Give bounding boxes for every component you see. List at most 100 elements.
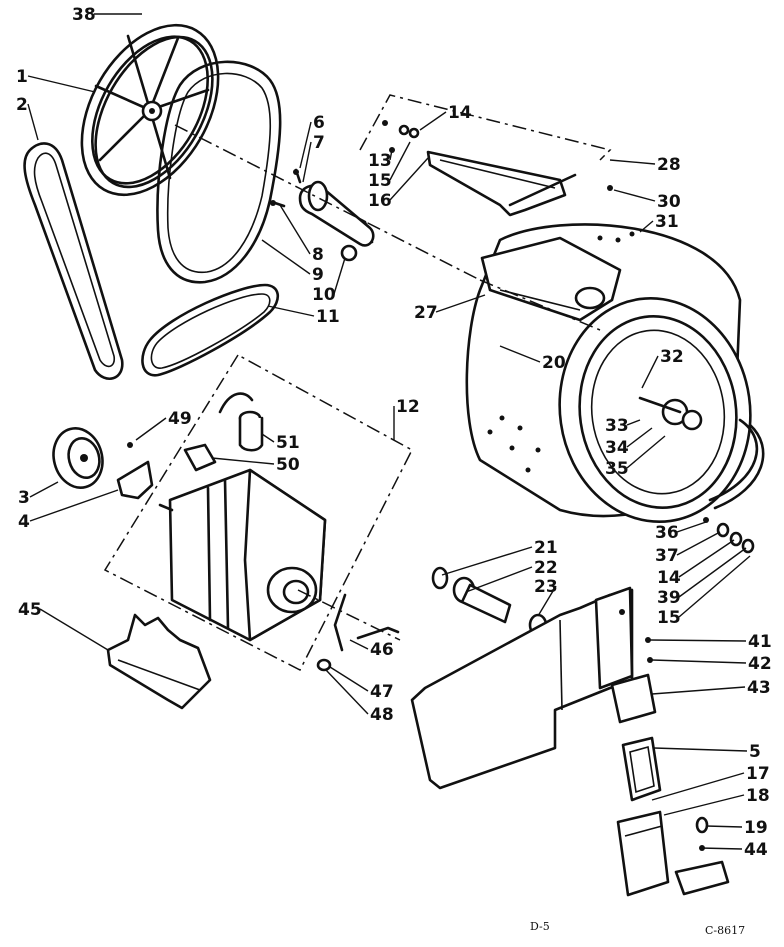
callout-49: 49 (168, 409, 192, 429)
callout-45: 45 (18, 600, 42, 620)
leader-39 (678, 547, 747, 598)
callout-3: 3 (18, 488, 30, 508)
callout-42: 42 (748, 654, 772, 674)
motor-pulley-and-bracket (52, 427, 154, 500)
dryer-drum (465, 185, 765, 523)
page-code: D-5 (530, 920, 550, 933)
callout-44: 44 (744, 840, 768, 860)
leader-15 (678, 555, 751, 618)
leader-17 (651, 772, 745, 801)
callout-22: 22 (534, 558, 558, 578)
callout-41: 41 (748, 632, 772, 652)
callout-1: 1 (16, 67, 28, 87)
callout-33: 33 (605, 416, 629, 436)
leader-49 (135, 417, 167, 441)
callout-32: 32 (660, 347, 684, 367)
leader-3 (29, 481, 59, 498)
leader-16 (389, 157, 429, 201)
drawing-code: C-8617 (705, 924, 745, 937)
bearing-assembly (431, 566, 548, 637)
leader-4 (29, 489, 119, 522)
callout-17: 17 (746, 764, 770, 784)
callout-21: 21 (534, 538, 558, 558)
callout-15: 15 (368, 171, 392, 191)
callout-14: 14 (657, 568, 681, 588)
callout-27: 27 (414, 303, 438, 323)
leader-36 (676, 521, 707, 533)
callout-30: 30 (657, 192, 681, 212)
leader-46 (349, 639, 369, 650)
leader-41 (649, 639, 747, 642)
leader-42 (651, 659, 747, 664)
drum-pulley (80, 23, 220, 197)
leader-11 (267, 305, 315, 317)
leader-9 (261, 239, 311, 275)
door-hardware (610, 673, 730, 897)
leader-19 (705, 825, 743, 828)
callout-9: 9 (312, 265, 324, 285)
callout-15: 15 (657, 608, 681, 628)
callout-13: 13 (368, 151, 392, 171)
belt-2 (23, 142, 124, 380)
callout-2: 2 (16, 95, 28, 115)
callout-19: 19 (744, 818, 768, 838)
small-hardware (703, 517, 755, 554)
center-lines (174, 124, 601, 641)
callout-8: 8 (312, 245, 324, 265)
leader-7 (302, 141, 312, 183)
callout-37: 37 (655, 546, 679, 566)
callout-10: 10 (312, 285, 336, 305)
callout-50: 50 (276, 455, 300, 475)
leader-31 (639, 220, 654, 233)
idler-shaft-assembly (270, 168, 375, 262)
callout-46: 46 (370, 640, 394, 660)
leader-50 (211, 457, 275, 465)
callout-51: 51 (276, 433, 300, 453)
leader-27 (435, 294, 486, 313)
leader-44 (699, 847, 743, 850)
leader-33 (626, 419, 641, 426)
callout-23: 23 (534, 577, 558, 597)
leader-22 (465, 566, 533, 593)
callout-39: 39 (657, 588, 681, 608)
leader-21 (441, 546, 533, 576)
leader-14 (419, 111, 447, 131)
bulkhead-panel (410, 586, 653, 790)
callout-16: 16 (368, 191, 392, 211)
leader-23 (537, 585, 557, 617)
leader-34 (626, 427, 653, 448)
leader-45 (39, 608, 109, 651)
leader-30 (613, 189, 656, 202)
leader-51 (261, 433, 275, 443)
leader-10 (333, 257, 346, 295)
callout-28: 28 (657, 155, 681, 175)
leader-47 (329, 666, 369, 692)
leader-32 (641, 355, 659, 389)
leader-20 (499, 345, 541, 363)
leader-5 (653, 747, 748, 752)
leader-6 (299, 121, 312, 169)
leader-14 (678, 539, 735, 578)
belt-9 (156, 60, 282, 284)
callout-18: 18 (746, 786, 770, 806)
leader-lines (27, 13, 751, 850)
heater-bracket (359, 94, 612, 217)
callout-36: 36 (655, 523, 679, 543)
callout-38: 38 (72, 5, 96, 25)
drive-motor (103, 354, 413, 672)
leader-28 (609, 159, 656, 165)
belt-11 (141, 283, 279, 377)
leader-43 (651, 686, 746, 695)
callout-14: 14 (448, 103, 472, 123)
callout-31: 31 (655, 212, 679, 232)
callout-6: 6 (313, 113, 325, 133)
leader-37 (676, 531, 721, 556)
callout-20: 20 (542, 353, 566, 373)
callout-4: 4 (18, 512, 30, 532)
leader-48 (325, 669, 369, 715)
callout-43: 43 (747, 678, 771, 698)
leader-2 (27, 103, 39, 141)
